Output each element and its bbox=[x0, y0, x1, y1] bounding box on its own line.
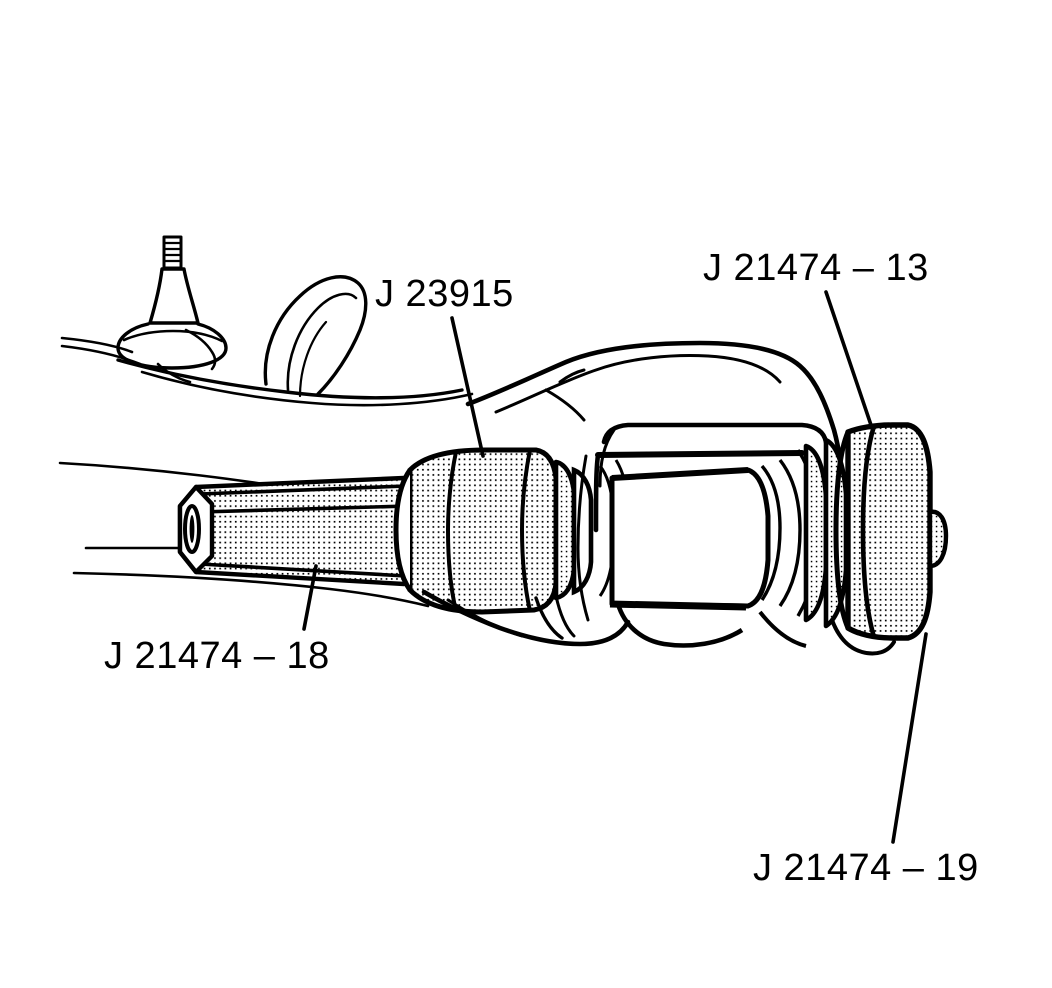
stud-seat bbox=[116, 322, 228, 370]
lowerarm-contour bbox=[421, 589, 631, 647]
label-j-21474-19: J 21474 – 19 bbox=[753, 847, 979, 889]
lowerarm-right-foot bbox=[830, 618, 896, 656]
adapter-collar-a bbox=[553, 459, 577, 601]
frame-arch-notch bbox=[558, 368, 586, 384]
frame-arch-bend bbox=[544, 388, 586, 422]
lowerarm-rib2 bbox=[554, 594, 576, 638]
nut-drum bbox=[845, 422, 933, 641]
arm-edge-top-left2 bbox=[60, 344, 142, 366]
frame-rail-left bbox=[593, 452, 601, 533]
cup-mouth-bottom bbox=[609, 600, 747, 611]
stud-thread-lines bbox=[163, 241, 182, 263]
shaft-facet-upper bbox=[198, 504, 410, 514]
cup-skirt-right bbox=[758, 610, 807, 648]
cup-bore bbox=[609, 467, 771, 609]
label-j-21474-13: J 21474 – 13 bbox=[703, 247, 929, 289]
arm-edge-top-left bbox=[60, 336, 134, 354]
frame-rail-top bbox=[601, 422, 829, 445]
nut-band-a bbox=[803, 443, 829, 623]
adapter-rib-1 bbox=[445, 451, 458, 612]
adapter-barrel bbox=[407, 447, 559, 615]
arm-top-contour2 bbox=[140, 370, 474, 407]
c-frame-group bbox=[465, 340, 845, 533]
leader-j-21474-13 bbox=[824, 290, 874, 430]
arm-boss-loop-outer bbox=[263, 275, 368, 396]
lower-arm-underside-group bbox=[421, 454, 896, 656]
arm-boss-loop-inner bbox=[286, 292, 358, 392]
frame-arch-outer bbox=[465, 340, 845, 493]
arm-top-contour bbox=[116, 358, 464, 400]
label-j-21474-18: J 21474 – 18 bbox=[104, 635, 330, 677]
lowerarm-edge-vert bbox=[576, 454, 590, 622]
arm-boss-loop-inner2 bbox=[298, 320, 328, 398]
adapter-rib-2 bbox=[519, 449, 532, 612]
shaft-bore-inner bbox=[189, 515, 195, 543]
label-j-23915: J 23915 bbox=[375, 273, 514, 315]
leader-j-21474-18 bbox=[302, 564, 318, 631]
shaft-facet-bottom bbox=[198, 562, 408, 578]
leader-j-21474-19 bbox=[891, 632, 928, 844]
adapter-left-cap bbox=[393, 468, 413, 592]
leader-j-23915 bbox=[450, 316, 485, 458]
lowerarm-contour2 bbox=[446, 598, 524, 638]
shaft-facet-top bbox=[198, 484, 408, 496]
cup-wall-2 bbox=[778, 458, 802, 607]
cup-mouth-top bbox=[611, 467, 749, 481]
leader-lines bbox=[302, 290, 928, 844]
stud-seat-right-detail bbox=[184, 328, 217, 371]
forcing-nut-group bbox=[803, 422, 949, 641]
stud-seat-highlight bbox=[122, 329, 224, 343]
nut-drum-left-face bbox=[833, 430, 851, 630]
frame-arch-inner-hint bbox=[494, 354, 782, 414]
cup-wall-1 bbox=[760, 464, 782, 601]
drive-shaft-group bbox=[177, 475, 423, 587]
nut-drum-rib bbox=[860, 425, 877, 638]
frame-rail-left-hint bbox=[598, 428, 616, 488]
nut-pin-tab bbox=[927, 509, 949, 569]
lowerarm-rib bbox=[534, 596, 564, 640]
arm-web-lower bbox=[72, 571, 430, 608]
frame-rail-top-thick bbox=[595, 450, 805, 458]
